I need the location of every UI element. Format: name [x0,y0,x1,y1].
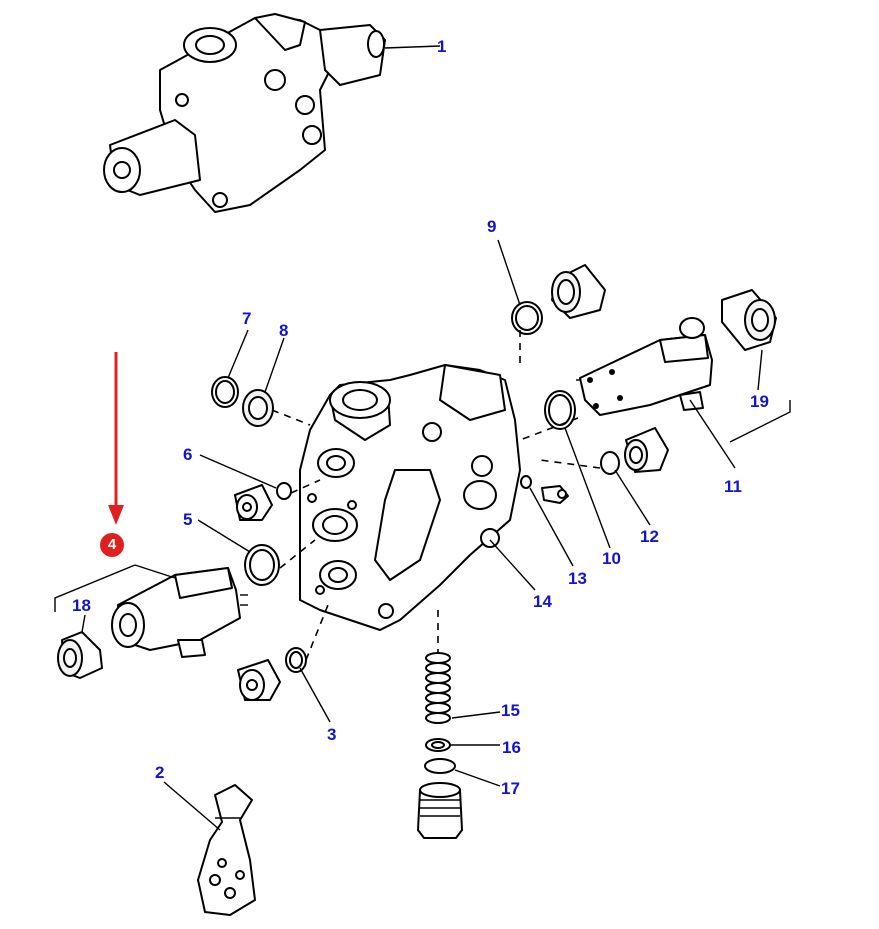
callout-3: 3 [327,725,337,744]
bracket-4 [54,564,136,612]
callout-16: 16 [502,738,521,757]
highlight-arrow [108,352,124,525]
part-10-seal-ring [544,390,576,430]
part-11-solenoid-right [576,317,713,416]
callout-1: 1 [437,37,447,56]
callout-8: 8 [279,321,289,340]
part-6-o-ring [276,482,292,500]
plug-left-upper [234,484,273,521]
bracket-11 [729,400,791,443]
callout-17: 17 [501,779,520,798]
callout-11: 11 [724,477,742,496]
part-17-o-ring [424,758,456,774]
callout-2: 2 [155,763,165,782]
callout-14: 14 [533,592,552,611]
part-13-fitting [520,475,569,504]
callout-15: 15 [501,701,520,720]
callout-13: 13 [568,569,587,588]
plug-upper-right [551,264,606,319]
callout-18: 18 [72,596,91,615]
plug-bottom [417,782,463,839]
callout-12: 12 [640,527,659,546]
part-1-valve-assembly [103,13,441,213]
callout-5: 5 [183,510,193,529]
callout-19: 19 [750,392,769,411]
part-2-seal-kit-bag [197,784,256,916]
plug-left-lower [237,659,281,701]
callout-10: 10 [602,549,621,568]
part-8-seal [242,389,274,427]
part-15-spring [425,652,451,724]
callout-9: 9 [487,217,497,236]
part-18-coil-nut [57,631,103,679]
part-16-washer [425,738,451,752]
part-9-seal-ring [511,301,543,335]
valve-body [299,364,521,631]
callout-6: 6 [183,445,193,464]
part-12-plug-and-ring [600,427,669,475]
part-7-o-ring [211,376,239,408]
part-5-o-ring [244,544,280,586]
part-4-solenoid-left [111,567,248,658]
callout-7: 7 [242,309,252,328]
part-3-o-ring [285,647,307,673]
part-19-coil-nut [721,289,777,351]
highlight-badge-4: 4 [100,533,124,557]
